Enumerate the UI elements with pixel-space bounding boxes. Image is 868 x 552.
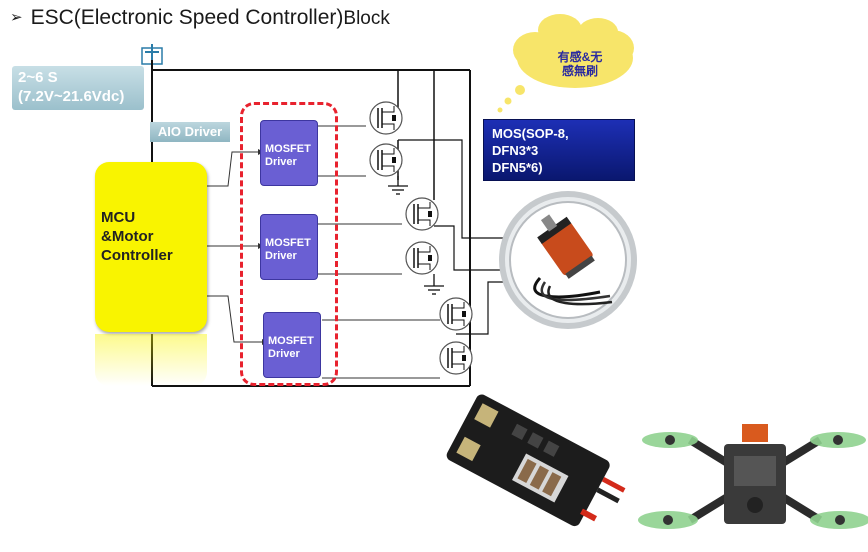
mcu-reflection	[95, 334, 207, 386]
cloud-label: 有感&无 感無刷	[540, 50, 620, 78]
mcu-block: MCU &Motor Controller	[95, 162, 207, 332]
mosfet-icon	[369, 101, 403, 135]
mos-package-line-2: DFN3*3	[492, 143, 539, 158]
mosfet-icon	[439, 297, 473, 331]
supply-voltage-label: 2~6 S (7.2V~21.6Vdc)	[12, 66, 144, 110]
bullet-icon: ➢	[10, 9, 23, 26]
motor-image	[499, 191, 637, 329]
driver-gate-lines	[318, 125, 440, 379]
mosfet-driver-2: MOSFET Driver	[260, 214, 318, 280]
aio-driver-label: AIO Driver	[150, 122, 230, 142]
title-suffix: Block	[343, 8, 390, 29]
page-title: ➢ ESC(Electronic Speed Controller)Block	[10, 6, 390, 30]
cloud-line-1: 有感&无	[557, 50, 603, 64]
title-main: (Electronic Speed Controller)	[73, 6, 344, 29]
driver-group-outline	[240, 102, 338, 386]
driver-2-line-2: Driver	[265, 250, 297, 262]
title-prefix: ESC	[30, 6, 74, 29]
ground-icon	[424, 274, 444, 295]
mosfet-driver-1: MOSFET Driver	[260, 120, 318, 186]
esc-board-image	[446, 394, 626, 527]
cloud-line-2: 感無刷	[561, 64, 598, 78]
mcu-driver-connections	[207, 151, 262, 343]
mos-package-line-1: MOS(SOP-8,	[492, 126, 569, 141]
mosfet-driver-3: MOSFET Driver	[263, 312, 321, 378]
driver-1-line-1: MOSFET	[265, 143, 311, 155]
ground-icon	[388, 176, 408, 195]
driver-3-line-1: MOSFET	[268, 335, 314, 347]
driver-3-line-2: Driver	[268, 348, 300, 360]
mosfet-icon	[405, 197, 439, 231]
supply-line-2: (7.2V~21.6Vdc)	[18, 88, 125, 105]
mos-package-label: MOS(SOP-8, DFN3*3 DFN5*6)	[483, 119, 635, 181]
mosfet-icon	[369, 143, 403, 177]
driver-2-line-1: MOSFET	[265, 237, 311, 249]
driver-1-line-2: Driver	[265, 156, 297, 168]
mcu-line-2: &Motor	[101, 228, 154, 245]
mosfet-icon	[405, 241, 439, 275]
thought-cloud-icon	[497, 14, 634, 113]
mcu-line-3: Controller	[101, 247, 173, 264]
mosfet-icon	[439, 341, 473, 375]
supply-line-1: 2~6 S	[18, 69, 58, 86]
drone-image	[638, 424, 868, 529]
mcu-line-1: MCU	[101, 209, 136, 226]
mos-package-line-3: DFN5*6)	[492, 160, 543, 175]
